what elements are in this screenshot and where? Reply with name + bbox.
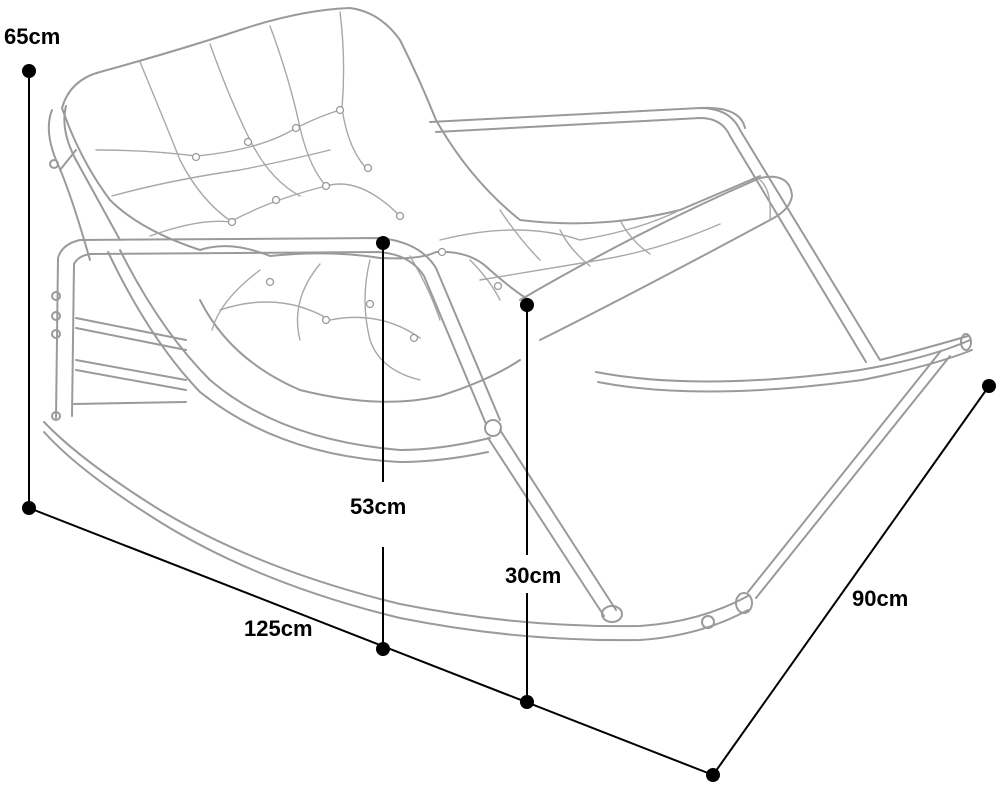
height-top-dot xyxy=(22,64,36,78)
front-seat-frame xyxy=(119,249,491,451)
length-dimension-line xyxy=(28,507,714,776)
width-label: 90cm xyxy=(852,586,908,611)
width-dimension-line xyxy=(712,385,990,776)
armrest xyxy=(55,237,501,421)
front-rocker xyxy=(43,421,749,628)
seat-height-bottom-dot xyxy=(376,642,390,656)
seat-height-top-dot xyxy=(376,236,390,250)
seat-low-top-dot xyxy=(520,298,534,312)
right-front-leg xyxy=(747,351,941,593)
seat-low-label: 30cm xyxy=(505,563,561,588)
front-diagonal-leg xyxy=(499,429,617,611)
rocking-chair-drawing xyxy=(43,7,973,642)
seat-low-bottom-dot xyxy=(520,695,534,709)
width-bottom-dot xyxy=(706,768,720,782)
far-rocker xyxy=(595,339,971,383)
backrest-cushion xyxy=(61,7,761,225)
seat-bolster xyxy=(519,175,793,341)
height-total-label: 65cm xyxy=(4,24,60,49)
seat-height-label: 53cm xyxy=(350,494,406,519)
dimension-annotations: 65cm 125cm 90cm 53cm 30cm xyxy=(4,24,996,782)
rear-rocker-rail xyxy=(429,107,969,361)
length-label: 125cm xyxy=(244,616,313,641)
width-top-dot xyxy=(982,379,996,393)
